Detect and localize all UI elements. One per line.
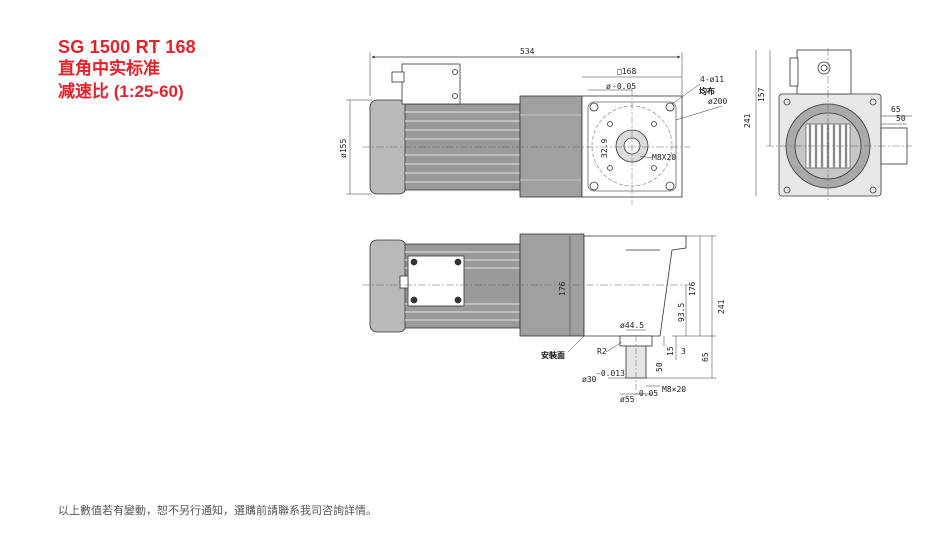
dim-height-241b: 241 bbox=[717, 299, 726, 314]
dim-len-3: 3 bbox=[681, 347, 686, 356]
dim-bolt-holes: 4-ø11 bbox=[700, 75, 724, 84]
footer-disclaimer: 以上數值若有變動，恕不另行通知，選購前請聯系我司咨詢詳情。 bbox=[58, 505, 377, 517]
model-title: SG 1500 RT 168 bbox=[58, 37, 196, 57]
dim-height-157: 157 bbox=[757, 87, 766, 102]
dim-height-176b: 176 bbox=[688, 281, 697, 296]
dim-radius: R2 bbox=[597, 347, 607, 356]
front-terminal-box bbox=[407, 255, 465, 307]
dim-keyway: 32.9 bbox=[600, 139, 609, 158]
dim-height-241: 241 bbox=[743, 113, 752, 128]
dim-height-176: 176 bbox=[558, 281, 567, 296]
dim-len-15: 15 bbox=[666, 346, 675, 356]
label-mounting-face: 安裝面 bbox=[541, 350, 565, 360]
dim-shaft-diameter: ø30 bbox=[582, 375, 597, 384]
side-view bbox=[755, 48, 912, 202]
dim-pilot-tolerance: -0.05 bbox=[634, 389, 658, 398]
dim-height-93-5: 93.5 bbox=[677, 303, 686, 322]
dim-thread: M8X20 bbox=[652, 153, 676, 162]
top-view bbox=[346, 52, 723, 205]
ratio-label: 减速比 (1:25-60) bbox=[58, 82, 184, 101]
dim-len-50: 50 bbox=[655, 362, 664, 372]
dim-pilot-diameter: ø55 bbox=[620, 395, 635, 404]
adapter bbox=[519, 95, 583, 198]
dim-motor-diameter: ø155 bbox=[339, 139, 348, 158]
terminal-box bbox=[401, 63, 461, 105]
dim-key-width: ø44.5 bbox=[620, 321, 644, 330]
model-subtitle: 直角中实标准 bbox=[58, 59, 160, 78]
side-terminal-box bbox=[796, 49, 852, 95]
dim-flange-square: □168 bbox=[617, 67, 636, 76]
dim-bolt-even: 均布 bbox=[699, 86, 715, 96]
dim-len-65: 65 bbox=[701, 352, 710, 362]
dim-bore-tolerance-value: -0.05 bbox=[612, 82, 636, 91]
dim-shaft-65: 65 bbox=[891, 105, 901, 114]
dim-overall-length: 534 bbox=[520, 47, 535, 56]
dim-shaft-tolerance: -0.013 bbox=[596, 369, 625, 378]
dim-thread-bottom: M8×20 bbox=[662, 385, 686, 394]
dim-pcd: ø200 bbox=[708, 97, 727, 106]
front-view bbox=[362, 233, 716, 395]
dim-shaft-50: 50 bbox=[896, 114, 906, 123]
dim-bore-tolerance: ø bbox=[606, 82, 611, 91]
